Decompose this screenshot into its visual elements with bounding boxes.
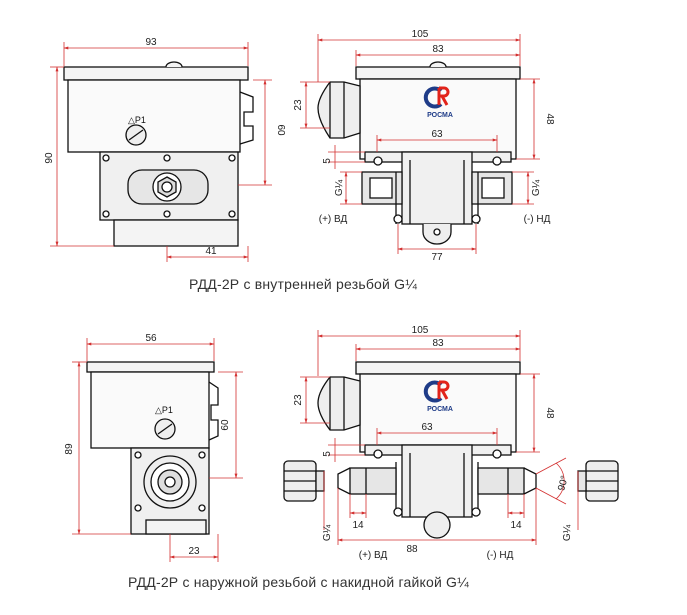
top-side-screw — [228, 210, 236, 218]
bottom-front-label-high: (+) ВД — [359, 550, 388, 561]
bottom-front-nut-right — [577, 460, 619, 502]
top-front-cover-knob — [429, 61, 447, 68]
bottom-front-nipple-right — [477, 467, 525, 495]
top-front-logo: РОСМА — [423, 86, 453, 119]
bottom-side-dim-right-height: 60 — [220, 419, 231, 431]
top-front-dim-spacing: 63 — [431, 129, 443, 140]
caption-top: РДД-2Р с внутренней резьбой G¼ — [189, 276, 418, 292]
bottom-side-screw — [134, 504, 142, 512]
bottom-front-logo: РОСМА — [423, 380, 453, 413]
bottom-front-screw — [373, 449, 383, 459]
top-front-screw — [393, 214, 403, 224]
bottom-front-cover — [355, 361, 521, 375]
top-front-cable-gland — [317, 81, 361, 139]
bottom-side-cover — [86, 361, 215, 373]
bottom-side-view: △P1 — [86, 361, 219, 535]
bottom-side-housing — [90, 371, 210, 449]
top-front-dim-height: 48 — [544, 113, 555, 125]
logo-r-red — [437, 380, 450, 400]
logo-c-blue — [423, 380, 443, 403]
top-side-cover-knob — [165, 61, 183, 68]
bottom-front-cone-left — [337, 467, 351, 495]
top-side-dim-bottom: 41 — [205, 246, 217, 257]
bottom-front-dim-overall: 105 — [412, 325, 429, 336]
logo-c-blue — [423, 86, 443, 109]
top-side-screw — [102, 210, 110, 218]
top-side-dim-width: 93 — [145, 37, 157, 48]
bottom-front-port-right-label: G¼ — [561, 524, 573, 541]
bottom-side-dimensions — [72, 338, 243, 562]
bottom-front-center-body — [401, 444, 473, 518]
bottom-front-cable-gland — [317, 376, 361, 431]
bottom-side-screw — [198, 451, 206, 459]
top-front-screw — [492, 156, 502, 166]
top-front-dim-flange: 5 — [322, 158, 333, 164]
top-side-base — [113, 219, 239, 247]
bottom-side-dim-height: 89 — [64, 443, 75, 455]
bottom-front-view — [283, 361, 619, 539]
bottom-front-nipple-left — [349, 467, 397, 495]
top-front-dim-gland: 23 — [293, 99, 304, 111]
top-front-cover — [355, 66, 521, 80]
top-front-screw — [471, 214, 481, 224]
caption-bottom: РДД-2Р с наружной резьбой с накидной гай… — [128, 574, 470, 590]
bottom-front-port-left-label: G¼ — [321, 524, 333, 541]
top-front-label-high: (+) ВД — [319, 214, 348, 225]
top-side-dim-right-height: 60 — [275, 124, 286, 136]
bottom-front-dim-flange: 5 — [322, 451, 333, 457]
bottom-side-base — [145, 519, 207, 535]
bottom-front-label-low: (-) НД — [487, 550, 514, 561]
top-side-bracket — [239, 91, 254, 145]
bottom-front-dimensions — [300, 330, 579, 545]
bottom-front-dim-thread-left: 14 — [352, 520, 364, 531]
bottom-front-screw — [492, 449, 502, 459]
bottom-side-dim-bottom: 23 — [188, 546, 200, 557]
bottom-front-screw — [393, 507, 403, 517]
logo-text: РОСМА — [427, 112, 453, 119]
top-side-screw — [102, 154, 110, 162]
top-front-port-left-label: G¼ — [333, 179, 345, 196]
bottom-front-nut-left — [283, 460, 325, 502]
bottom-front-dim-spacing: 63 — [421, 422, 433, 433]
bottom-front-dim-thread-right: 14 — [510, 520, 522, 531]
bottom-side-bracket — [208, 381, 219, 441]
top-front-view — [317, 61, 521, 245]
bottom-side-screw — [198, 504, 206, 512]
bottom-front-angle: 90° — [556, 475, 571, 492]
top-side-view: △P1 — [63, 61, 254, 247]
bottom-front-cone-right — [523, 467, 537, 495]
top-side-screw — [228, 154, 236, 162]
bottom-side-screw — [134, 451, 142, 459]
top-side-screw — [163, 210, 171, 218]
logo-text: РОСМА — [427, 406, 453, 413]
top-side-label-p1: △P1 — [128, 115, 146, 125]
top-front-dim-overall: 105 — [412, 29, 429, 40]
bottom-front-dim-body: 83 — [432, 338, 444, 349]
top-front-dim-base: 77 — [431, 252, 443, 263]
bottom-front-dim-gland: 23 — [293, 394, 304, 406]
top-side-cover — [63, 66, 249, 81]
top-side-housing — [67, 79, 241, 153]
bottom-front-screw — [471, 507, 481, 517]
top-front-dim-body: 83 — [432, 44, 444, 55]
bottom-side-dim-width: 56 — [145, 333, 157, 344]
top-side-dim-height: 90 — [44, 152, 55, 164]
top-front-center-body — [401, 151, 473, 225]
top-front-label-low: (-) НД — [524, 214, 551, 225]
logo-r-red — [437, 86, 450, 106]
top-side-dimensions — [50, 42, 272, 262]
bottom-front-dim-base: 88 — [406, 544, 418, 555]
bottom-front-dim-height: 48 — [544, 407, 555, 419]
top-front-screw — [373, 156, 383, 166]
top-front-dimensions — [300, 34, 540, 254]
bottom-side-label-p1: △P1 — [155, 405, 173, 415]
top-side-screw — [163, 154, 171, 162]
top-front-port-right-label: G¼ — [530, 179, 542, 196]
bottom-front-bottom-knob — [423, 511, 451, 539]
